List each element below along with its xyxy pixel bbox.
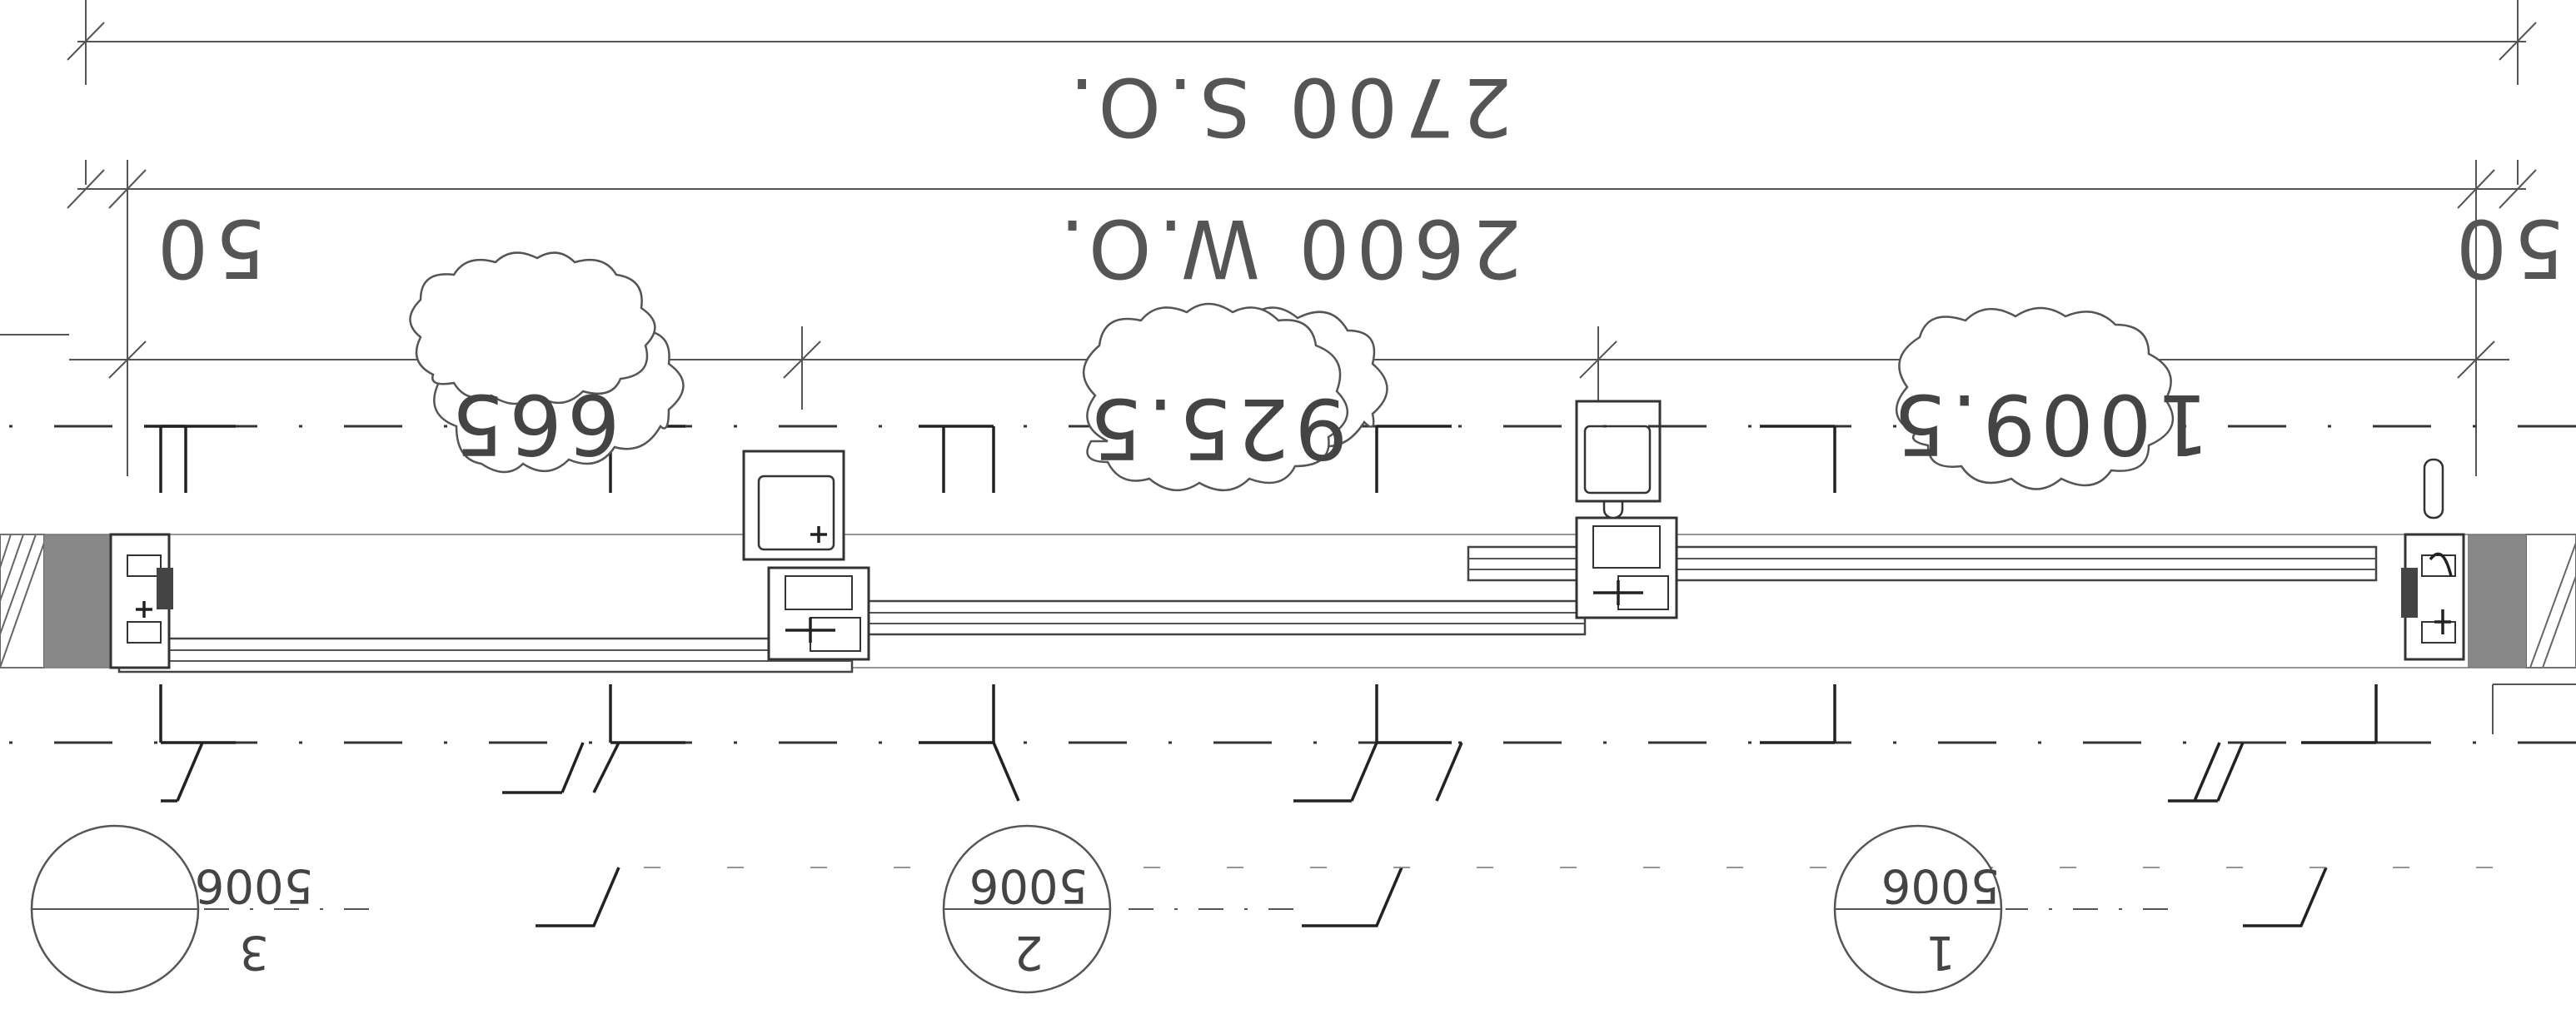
- panel-width-label-3: 665: [446, 375, 620, 473]
- dashed-outlines: [0, 425, 2576, 744]
- panel-width-label-2: 925.5: [1084, 380, 1348, 477]
- section-leaders: [161, 742, 2493, 927]
- jamb-profile-left: [2401, 458, 2465, 661]
- bubble-detail-3: 3: [239, 925, 269, 979]
- bubble-sheet-2: 5006: [969, 858, 1089, 912]
- bubble-sheet-3: 5006: [195, 858, 314, 912]
- inner-dimension: [67, 160, 2537, 209]
- cloud-1009-5: [1895, 306, 2175, 490]
- left-wall-jamb: [2468, 534, 2576, 734]
- drawing-text: 2700 S.O. 2600 W.O. 50 50 665 925.5 1009…: [151, 60, 2564, 979]
- section-bubble-3: [1833, 824, 2168, 994]
- jamb-profile-right: [109, 533, 173, 669]
- section-bubble-1: [30, 824, 369, 994]
- interlock-profile-2: [742, 450, 870, 661]
- cloud-925-5: [1082, 302, 1349, 492]
- bubble-detail-1: 1: [1926, 925, 1956, 979]
- overall-dimension: [67, 0, 2537, 85]
- panel-width-label-1: 1009.5: [1888, 375, 2210, 473]
- bubble-sheet-1: 5006: [1881, 858, 2001, 912]
- section-bubble-2: [942, 824, 1293, 994]
- right-wall-jamb: [0, 334, 115, 669]
- panel-glass-2: [784, 599, 1587, 636]
- panel-glass-3: [117, 637, 854, 673]
- interlock-profile-1: [1575, 400, 1678, 619]
- cloud-665: [409, 251, 656, 405]
- right-margin-label: 50: [2449, 201, 2564, 295]
- bubble-detail-2: 2: [1014, 925, 1044, 979]
- inner-dimension-label: 2600 W.O.: [1053, 201, 1522, 295]
- left-margin-label: 50: [151, 201, 266, 295]
- overall-dimension-label: 2700 S.O.: [1063, 60, 1512, 153]
